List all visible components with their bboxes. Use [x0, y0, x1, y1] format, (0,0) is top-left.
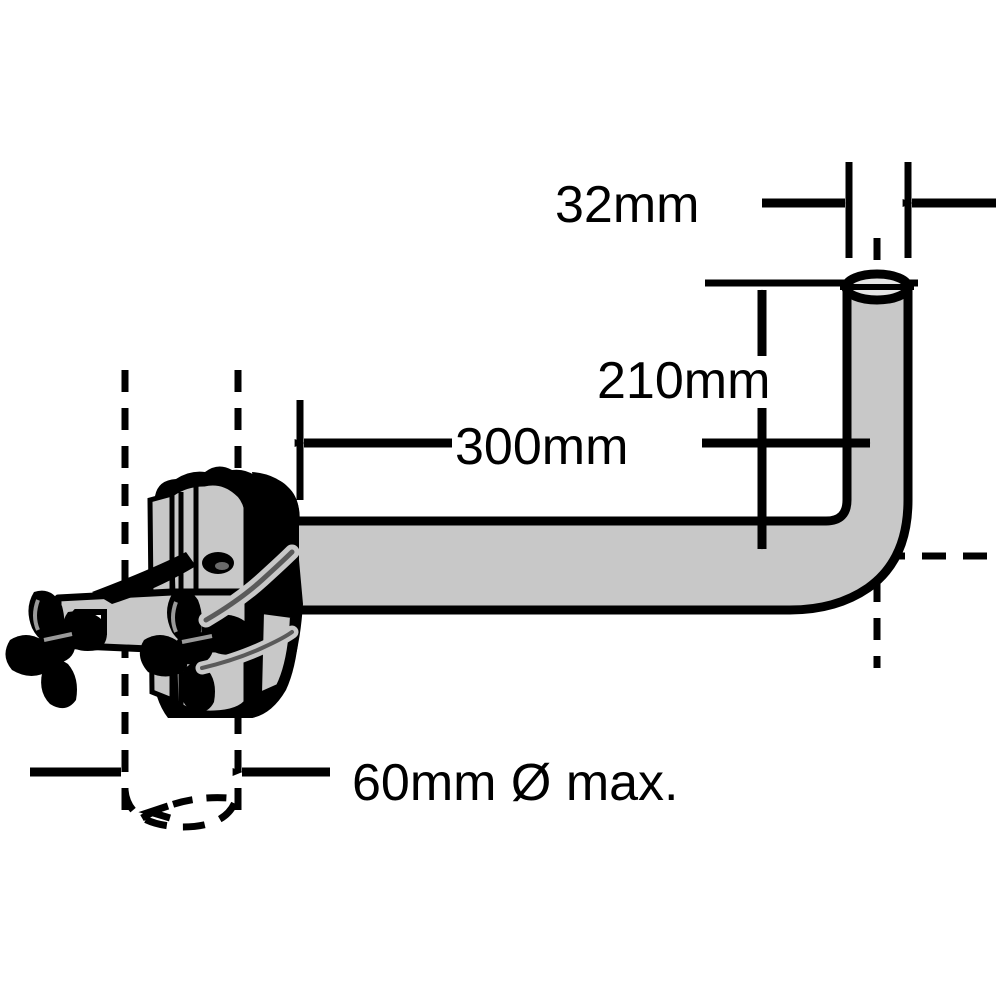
dimension-32mm: 32mm	[555, 176, 996, 234]
dimension-60mm-label: 60mm Ø max.	[352, 754, 679, 812]
dimension-32mm-label: 32mm	[555, 176, 699, 234]
wing-bolt-right-right-wing	[201, 614, 253, 655]
u-bolt-upper-arm-outline	[203, 549, 295, 623]
wing-bolt-right-hub-highlight	[181, 634, 213, 644]
arm-and-tube-body	[287, 285, 913, 615]
dimension-300mm-label: 300mm	[455, 418, 628, 476]
wing-bolt-left-highlight	[33, 599, 40, 631]
bracket-tube-assembly	[287, 269, 914, 615]
clamp-center-boss-highlight	[215, 562, 229, 570]
clamp-upper-right-lobe	[252, 472, 300, 552]
mast-clamp-assembly	[5, 466, 303, 718]
clamp-diagonal-brace-upper	[92, 552, 196, 604]
dimension-210mm-label: 210mm	[597, 352, 770, 410]
u-bolt-lower-arm-outline	[200, 630, 294, 670]
dimension-300mm: 300mm	[294, 418, 871, 476]
wing-bolt-left-hub-highlight	[43, 632, 73, 642]
dimension-210mm: 210mm	[597, 289, 770, 550]
wing-bolt-left	[5, 590, 107, 709]
wing-bolt-right	[139, 589, 253, 712]
mast-bottom-dashed-outline	[121, 789, 242, 831]
dimension-60mm: 60mm Ø max.	[30, 754, 679, 812]
mast-bottom-ellipse-tick	[138, 802, 172, 822]
wing-bolt-right-highlight	[171, 601, 178, 633]
wing-bolt-left-lower-wing	[41, 659, 77, 709]
wing-bolt-right-lower-wing	[179, 663, 215, 712]
